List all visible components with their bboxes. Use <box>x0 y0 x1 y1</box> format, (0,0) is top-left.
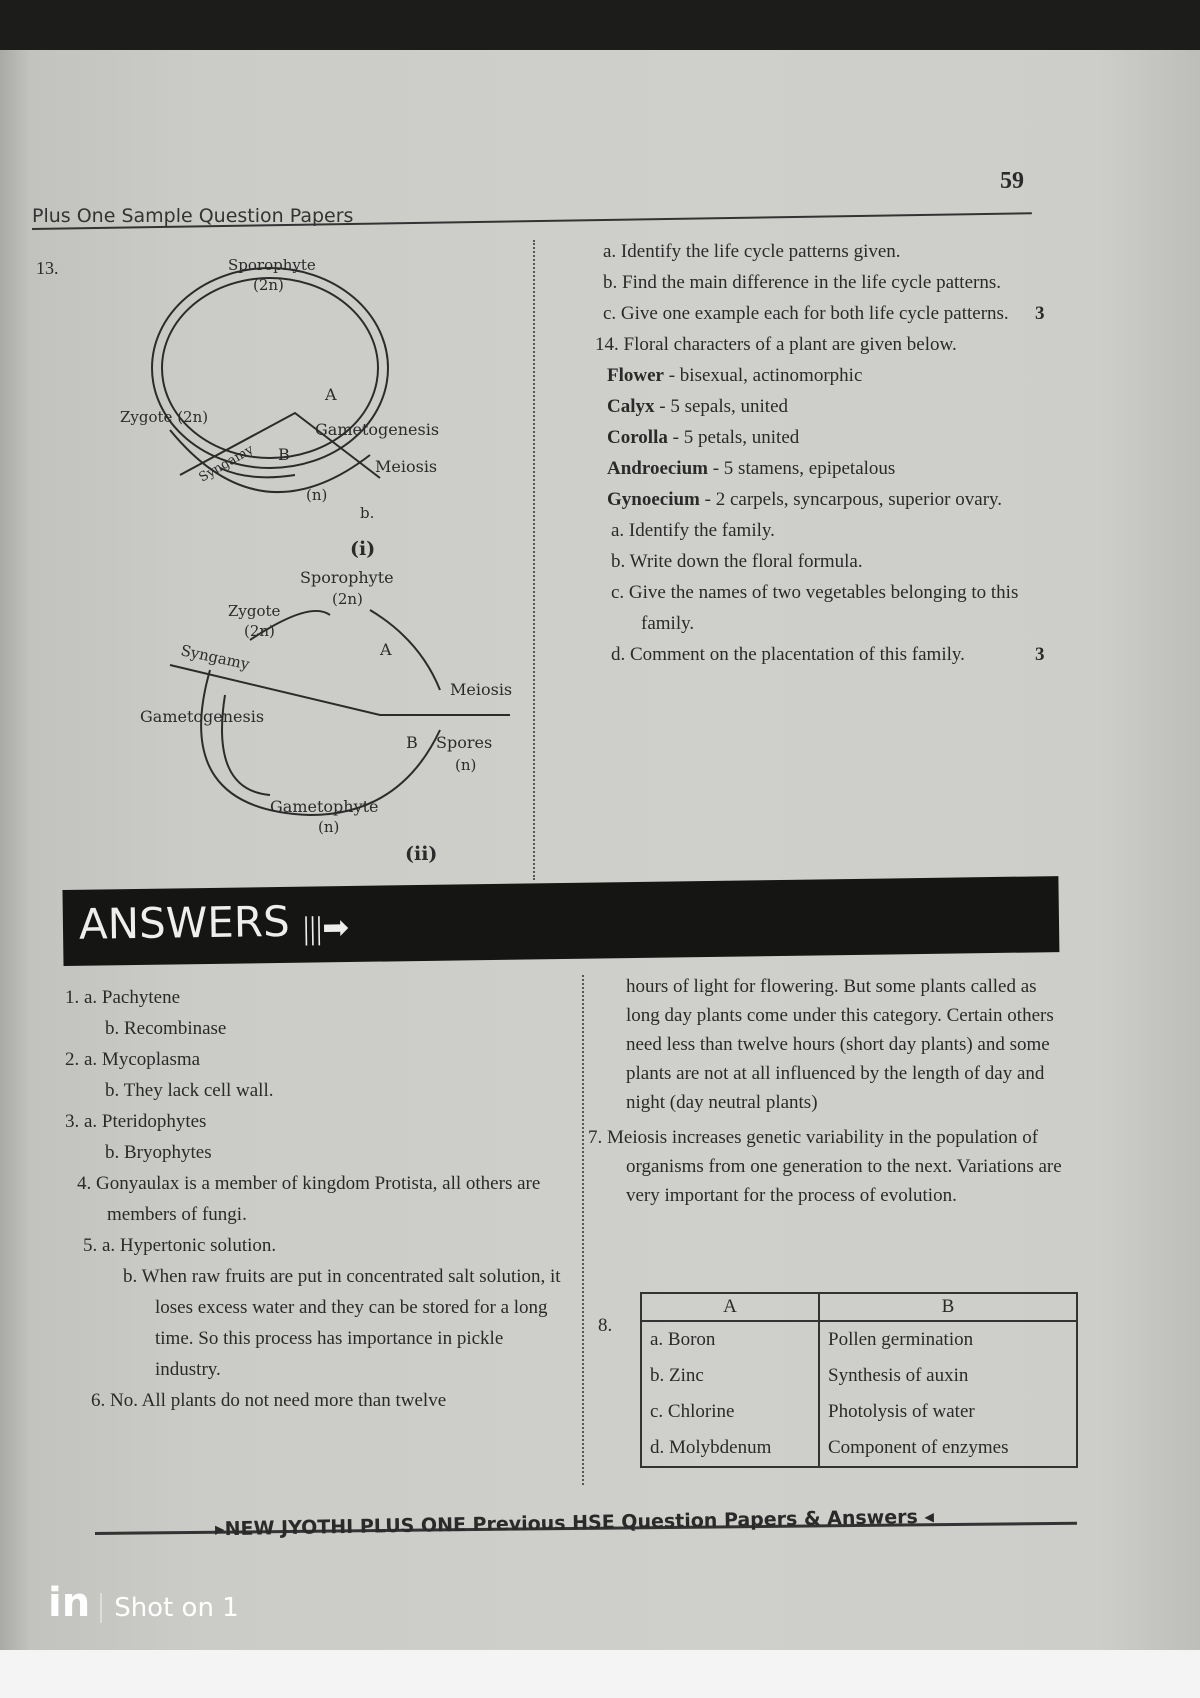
watermark-logo: in <box>48 1580 91 1626</box>
table-cell: b. Zinc <box>640 1358 820 1394</box>
diagram-ii-gametophyte-ploidy: (n) <box>318 818 339 836</box>
answer-item: hours of light for flowering. But some p… <box>626 976 1054 1113</box>
answer-item: b. When raw fruits are put in concentrat… <box>123 1266 561 1380</box>
diagram-i-gametogenesis: Gametogenesis <box>315 420 439 439</box>
floral-value: - bisexual, actinomorphic <box>663 365 863 386</box>
q14-intro: 14. Floral characters of a plant are giv… <box>595 334 957 355</box>
answer-item: b. Bryophytes <box>105 1142 212 1163</box>
life-cycle-diagrams: Sporophyte (2n) Zygote (2n) Syngamy A B … <box>120 256 512 865</box>
diagram-ii-zygote-ploidy: (2n) <box>244 622 275 640</box>
running-header: Plus One Sample Question Papers <box>32 205 354 227</box>
diagram-i-label-a: A <box>324 385 337 404</box>
question-13-number: 13. <box>36 258 59 278</box>
watermark-text: Shot on 1 <box>100 1593 239 1623</box>
answer-item: b. Recombinase <box>105 1018 227 1039</box>
q14-part-c: c. Give the names of two vegetables belo… <box>611 582 1019 634</box>
table-cell: Component of enzymes <box>818 1430 1078 1468</box>
diagram-ii-caption: (ii) <box>405 843 437 865</box>
answer-item: 4. Gonyaulax is a member of kingdom Prot… <box>77 1173 541 1225</box>
answers-title: ANSWERS <box>78 896 290 949</box>
q13-part-b: b. Find the main difference in the life … <box>603 272 1001 293</box>
diagram-i-label-b: B <box>278 445 290 464</box>
question-8-number: 8. <box>598 1315 613 1336</box>
page-number: 59 <box>1000 168 1024 194</box>
table-cell: Synthesis of auxin <box>818 1358 1078 1394</box>
floral-label: Corolla <box>607 427 668 448</box>
diagram-ii-label-a: A <box>379 640 392 659</box>
answer-item: 1. a. Pachytene <box>65 987 181 1008</box>
answers-right-column: hours of light for flowering. But some p… <box>588 972 1066 1210</box>
column-header-b: B <box>818 1292 1078 1322</box>
diagram-ii-spores: Spores <box>436 733 492 752</box>
answers-banner: ANSWERS |||➡ <box>62 876 1060 966</box>
answer-item: 5. a. Hypertonic solution. <box>83 1235 277 1256</box>
q14-part-d: d. Comment on the placentation of this f… <box>611 644 965 665</box>
floral-value: - 5 petals, united <box>667 427 800 448</box>
answer-item: b. They lack cell wall. <box>105 1080 274 1101</box>
diagram-i-n: (n) <box>306 486 327 504</box>
questions-right-column: a. Identify the life cycle patterns give… <box>595 236 1065 670</box>
table-cell: Photolysis of water <box>818 1394 1078 1430</box>
answer-item: 6. No. All plants do not need more than … <box>91 1390 447 1411</box>
table-cell: c. Chlorine <box>640 1394 820 1430</box>
camera-watermark: in Shot on 1 <box>48 1580 239 1626</box>
floral-label: Flower <box>607 365 664 386</box>
diagram-i-ploidy: (2n) <box>253 276 284 294</box>
answer-item: 7. Meiosis increases genetic variability… <box>588 1127 1062 1206</box>
floral-value: - 2 carpels, syncarpous, superior ovary. <box>699 489 1003 510</box>
floral-label: Calyx <box>607 396 655 417</box>
diagram-i-meiosis: Meiosis <box>375 457 437 476</box>
diagram-ii-label-b: B <box>406 733 418 752</box>
q14-part-a: a. Identify the family. <box>611 520 775 541</box>
photo-bottom-background <box>0 1650 1200 1698</box>
answers-column-divider <box>582 975 584 1485</box>
diagram-i-b-small: b. <box>360 504 374 522</box>
diagram-ii-spores-ploidy: (n) <box>455 756 476 774</box>
diagram-ii-gametogenesis: Gametogenesis <box>140 707 264 726</box>
answers-left-column: 1. a. Pachytene b. Recombinase 2. a. Myc… <box>65 982 570 1416</box>
diagram-i-sporophyte: Sporophyte <box>228 256 316 274</box>
table-cell: d. Molybdenum <box>640 1430 820 1468</box>
q13-part-c: c. Give one example each for both life c… <box>603 303 1009 324</box>
diagram-ii-sporophyte-ploidy: (2n) <box>332 590 363 608</box>
floral-label: Gynoecium <box>607 489 700 510</box>
q14-part-b: b. Write down the floral formula. <box>611 551 863 572</box>
answer-item: 2. a. Mycoplasma <box>65 1049 201 1070</box>
diagram-ii-sporophyte: Sporophyte <box>300 568 394 587</box>
answer-item: 3. a. Pteridophytes <box>65 1111 207 1132</box>
floral-label: Androecium <box>607 458 708 479</box>
diagram-ii-gametophyte: Gametophyte <box>270 797 379 816</box>
column-divider <box>533 240 535 880</box>
table-cell: a. Boron <box>640 1321 820 1358</box>
photo-top-background <box>0 0 1200 50</box>
diagram-i-caption: (i) <box>350 538 375 560</box>
diagram-ii-zygote: Zygote <box>228 602 281 620</box>
arrow-right-icon: |||➡ <box>302 909 350 946</box>
q13-part-a: a. Identify the life cycle patterns give… <box>603 241 901 262</box>
table-cell: Pollen germination <box>818 1321 1078 1358</box>
diagram-ii-syngamy: Syngamy <box>179 641 251 673</box>
diagram-ii-meiosis: Meiosis <box>450 680 512 699</box>
floral-value: - 5 stamens, epipetalous <box>707 458 896 479</box>
floral-value: - 5 sepals, united <box>654 396 789 417</box>
column-header-a: A <box>640 1292 820 1322</box>
diagram-i-zygote: Zygote (2n) <box>120 408 208 426</box>
